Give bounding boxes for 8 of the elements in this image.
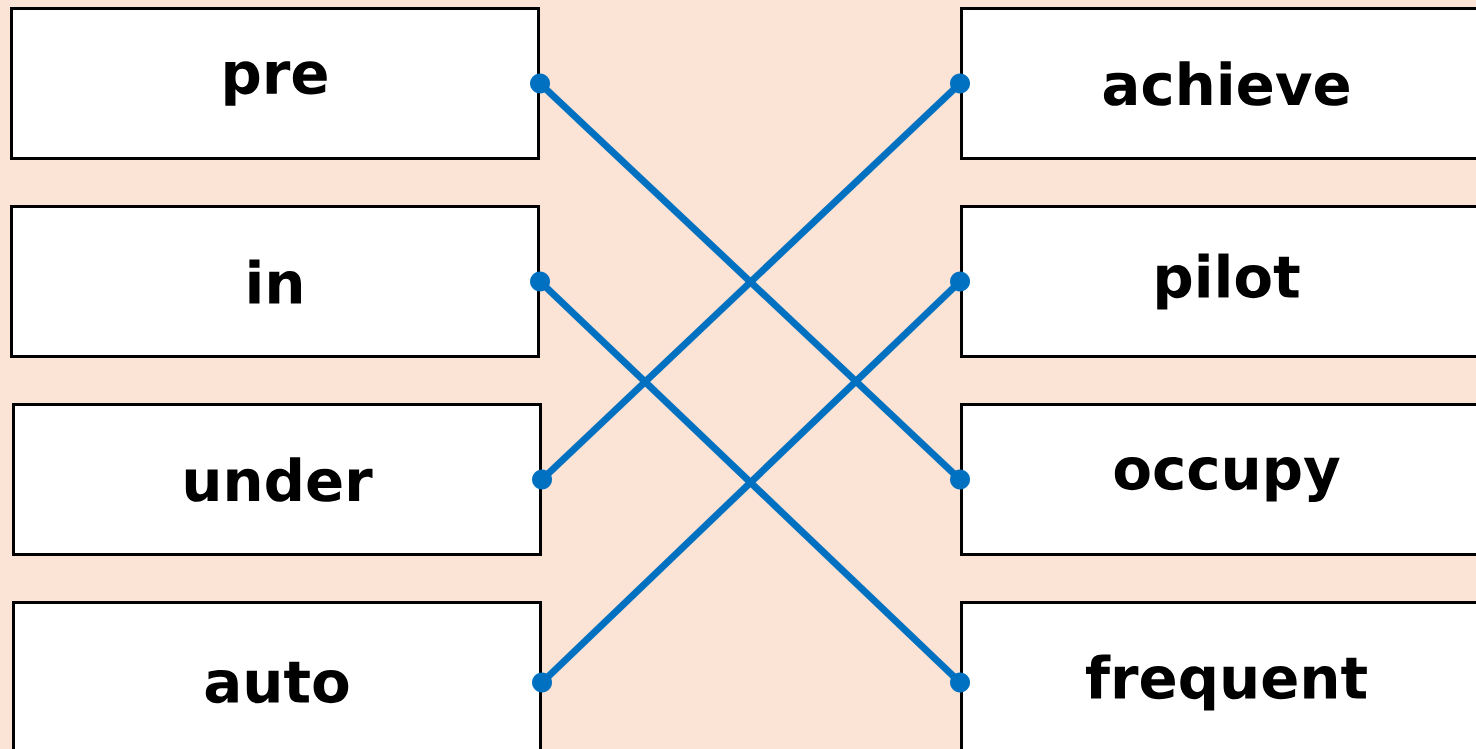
word-box: in [10, 205, 540, 358]
word-box: auto [12, 601, 542, 749]
word-box: pilot [960, 205, 1476, 358]
word-box: frequent [960, 601, 1476, 749]
word-box: occupy [960, 403, 1476, 556]
word-box: under [12, 403, 542, 556]
word-box: achieve [960, 7, 1476, 160]
word-box: pre [10, 7, 540, 160]
